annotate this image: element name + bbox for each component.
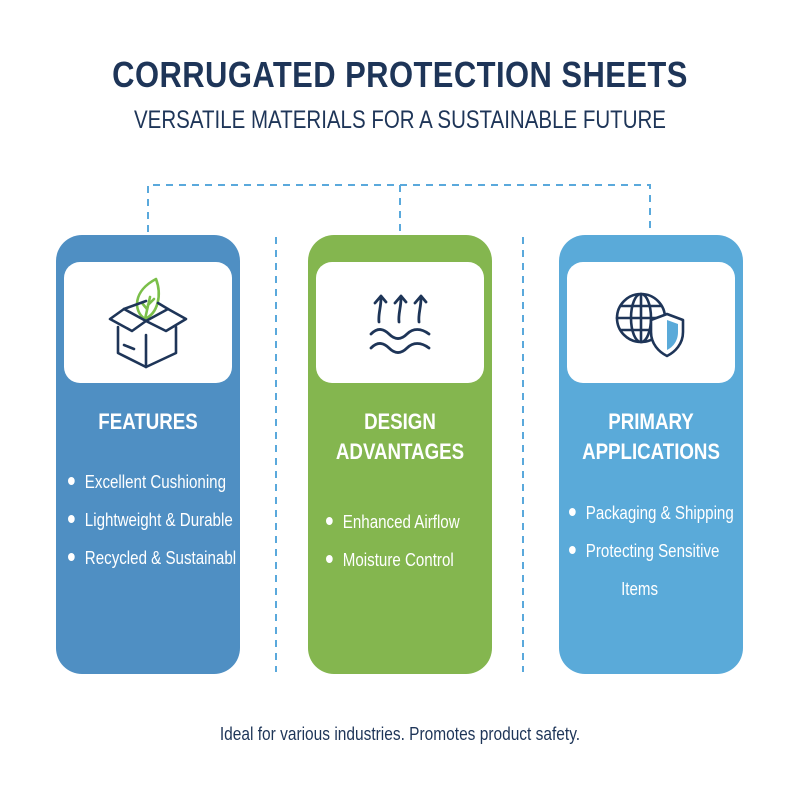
- bullet-icon: [326, 555, 333, 564]
- list-item: Moisture Control: [326, 541, 465, 579]
- applications-list: Packaging & Shipping Protecting Sensitiv…: [559, 494, 743, 608]
- applications-icon-panel: [567, 262, 735, 383]
- list-item: Packaging & Shipping: [569, 494, 734, 532]
- features-heading: FEATURES: [98, 409, 198, 434]
- design-heading: DESIGN ADVANTAGES: [322, 407, 478, 467]
- applications-heading-line2: APPLICATIONS: [582, 439, 720, 464]
- list-item: Excellent Cushioning: [68, 463, 226, 501]
- list-item: Enhanced Airflow: [326, 503, 465, 541]
- bullet-icon: [68, 553, 75, 562]
- design-icon-panel: [316, 262, 484, 383]
- bullet-icon: [569, 546, 576, 555]
- list-item-continuation: Items: [621, 579, 659, 599]
- design-advantages-card: DESIGN ADVANTAGES Enhanced Airflow Moist…: [308, 235, 492, 674]
- bullet-icon: [569, 508, 576, 517]
- features-list: Excellent Cushioning Lightweight & Durab…: [56, 463, 240, 577]
- bullet-icon: [68, 477, 75, 486]
- design-heading-line2: ADVANTAGES: [335, 439, 465, 464]
- footer-text: Ideal for various industries. Promotes p…: [219, 724, 581, 744]
- page-title: CORRUGATED PROTECTION SHEETS: [112, 54, 688, 95]
- features-card: FEATURES Excellent Cushioning Lightweigh…: [56, 235, 240, 674]
- design-heading-line1: DESIGN: [364, 409, 436, 434]
- features-icon-panel: [64, 262, 232, 383]
- globe-shield-icon: [615, 292, 685, 357]
- bullet-icon: [68, 515, 75, 524]
- page-subtitle: VERSATILE MATERIALS FOR A SUSTAINABLE FU…: [133, 106, 666, 134]
- top-connector-line: [147, 184, 651, 232]
- applications-heading: PRIMARY APPLICATIONS: [573, 407, 729, 467]
- design-list: Enhanced Airflow Moisture Control: [308, 503, 492, 579]
- airflow-moisture-icon: [369, 294, 431, 354]
- applications-heading-line1: PRIMARY: [608, 409, 694, 434]
- list-item: Lightweight & Durable: [68, 501, 233, 539]
- bullet-icon: [326, 517, 333, 526]
- box-with-leaf-icon: [108, 277, 188, 368]
- list-item: Protecting Sensitive: [569, 532, 719, 570]
- list-item: Recycled & Sustainabl: [68, 539, 236, 577]
- primary-applications-card: PRIMARY APPLICATIONS Packaging & Shippin…: [559, 235, 743, 674]
